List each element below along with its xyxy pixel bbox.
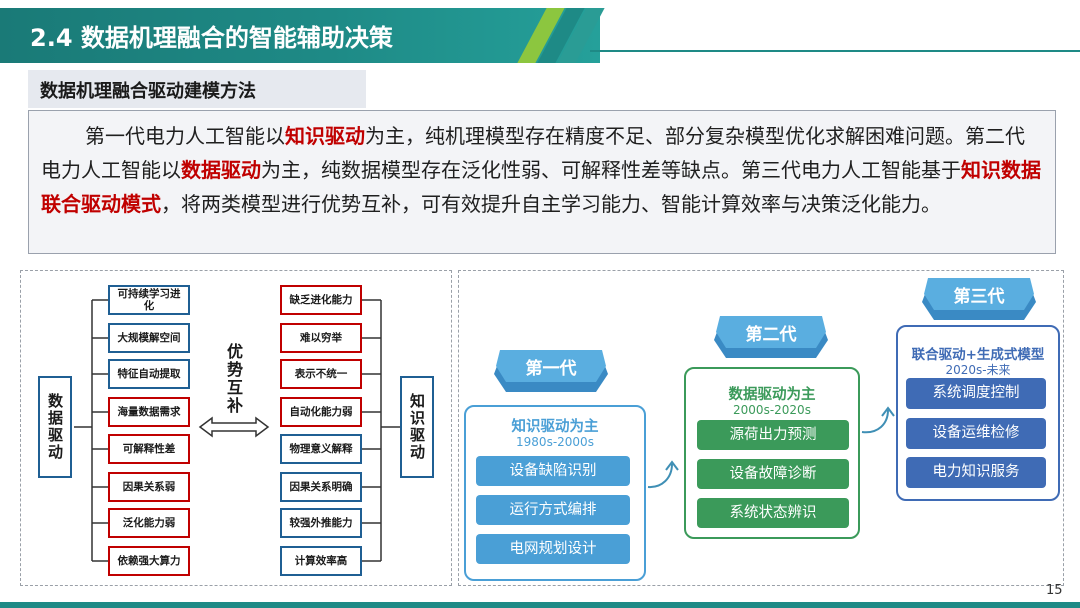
- knowledge-item: 表示不统一: [280, 359, 362, 389]
- gen3-badge-label: 第三代: [953, 287, 1005, 307]
- gen3-title: 联合驱动+生成式模型: [911, 347, 1045, 363]
- knowledge-item: 缺乏进化能力: [280, 285, 362, 315]
- gen2-badge: [714, 316, 828, 358]
- data-item: 大规模解空间: [108, 323, 190, 353]
- data-item: 依赖强大算力: [108, 546, 190, 576]
- gen3-item: 电力知识服务: [906, 457, 1046, 488]
- section-subtitle: 数据机理融合驱动建模方法: [28, 70, 366, 108]
- gen1-title: 知识驱动为主: [511, 419, 599, 435]
- knowledge-item: 计算效率高: [280, 546, 362, 576]
- gen3-item: 系统调度控制: [906, 378, 1046, 409]
- section-subtitle-text: 数据机理融合驱动建模方法: [40, 81, 256, 102]
- intro-paragraph: 第一代电力人工智能以知识驱动为主，纯机理模型存在精度不足、部分复杂模型优化求解困…: [28, 110, 1056, 254]
- knowledge-item: 自动化能力弱: [280, 397, 362, 427]
- footer-bar: [0, 602, 1080, 608]
- gen2-title: 数据驱动为主: [728, 387, 816, 403]
- generations-panel: [458, 270, 1064, 586]
- gen3-item: 设备运维检修: [906, 418, 1046, 449]
- knowledge-item: 因果关系明确: [280, 472, 362, 502]
- data-driven-label: 数据驱动: [38, 376, 72, 478]
- gen2-item: 源荷出力预测: [697, 420, 849, 450]
- gen2-item: 系统状态辨识: [697, 498, 849, 528]
- data-item: 可解释性差: [108, 434, 190, 464]
- title-bar: 2.4 数据机理融合的智能辅助决策: [0, 8, 600, 63]
- gen1-item: 设备缺陷识别: [476, 456, 630, 486]
- gen1-years: 1980s-2000s: [516, 435, 594, 449]
- gen3-badge: [922, 278, 1036, 320]
- data-item: 可持续学习进化: [108, 285, 190, 315]
- gen1-badge: [494, 350, 608, 392]
- gen1-badge-label: 第一代: [525, 359, 577, 379]
- double-arrow-icon: [198, 416, 270, 438]
- gen2-years: 2000s-2020s: [733, 403, 811, 417]
- gen1-item: 电网规划设计: [476, 534, 630, 564]
- title-divider: [590, 50, 1080, 52]
- page-title: 2.4 数据机理融合的智能辅助决策: [30, 24, 393, 52]
- intro-text: ，将两类模型进行优势互补，可有效提升自主学习能力、智能计算效率与决策泛化能力。: [161, 192, 941, 216]
- curved-arrow-icon: [647, 463, 673, 489]
- knowledge-item: 物理意义解释: [280, 434, 362, 464]
- data-item: 因果关系弱: [108, 472, 190, 502]
- gen2-item: 设备故障诊断: [697, 459, 849, 489]
- comparison-panel: [20, 270, 452, 586]
- knowledge-item: 难以穷举: [280, 323, 362, 353]
- gen3-years: 2020s-未来: [945, 363, 1011, 377]
- data-item: 海量数据需求: [108, 397, 190, 427]
- knowledge-item: 较强外推能力: [280, 508, 362, 538]
- knowledge-driven-label: 知识驱动: [400, 376, 434, 478]
- gen1-item: 运行方式编排: [476, 495, 630, 525]
- gen2-badge-label: 第二代: [745, 325, 797, 345]
- intro-text: 为主，纯数据模型存在泛化性弱、可解释性差等缺点。第三代电力人工智能基于: [261, 158, 961, 182]
- data-item: 特征自动提取: [108, 359, 190, 389]
- complement-label: 优势互补: [224, 343, 243, 415]
- intro-highlight: 知识数据联合驱动模式: [41, 158, 1041, 216]
- intro-text: 为主，纯机理模型存在精度不足、部分复杂模型优化求解困难问题。第二代电力人工智能以: [41, 124, 1025, 182]
- data-item: 泛化能力弱: [108, 508, 190, 538]
- intro-highlight: 知识驱动: [285, 124, 365, 148]
- intro-text: 第一代电力人工智能以: [85, 124, 285, 148]
- curved-arrow-icon: [861, 409, 889, 434]
- intro-highlight: 数据驱动: [181, 158, 261, 182]
- page-number: 15: [1046, 583, 1063, 598]
